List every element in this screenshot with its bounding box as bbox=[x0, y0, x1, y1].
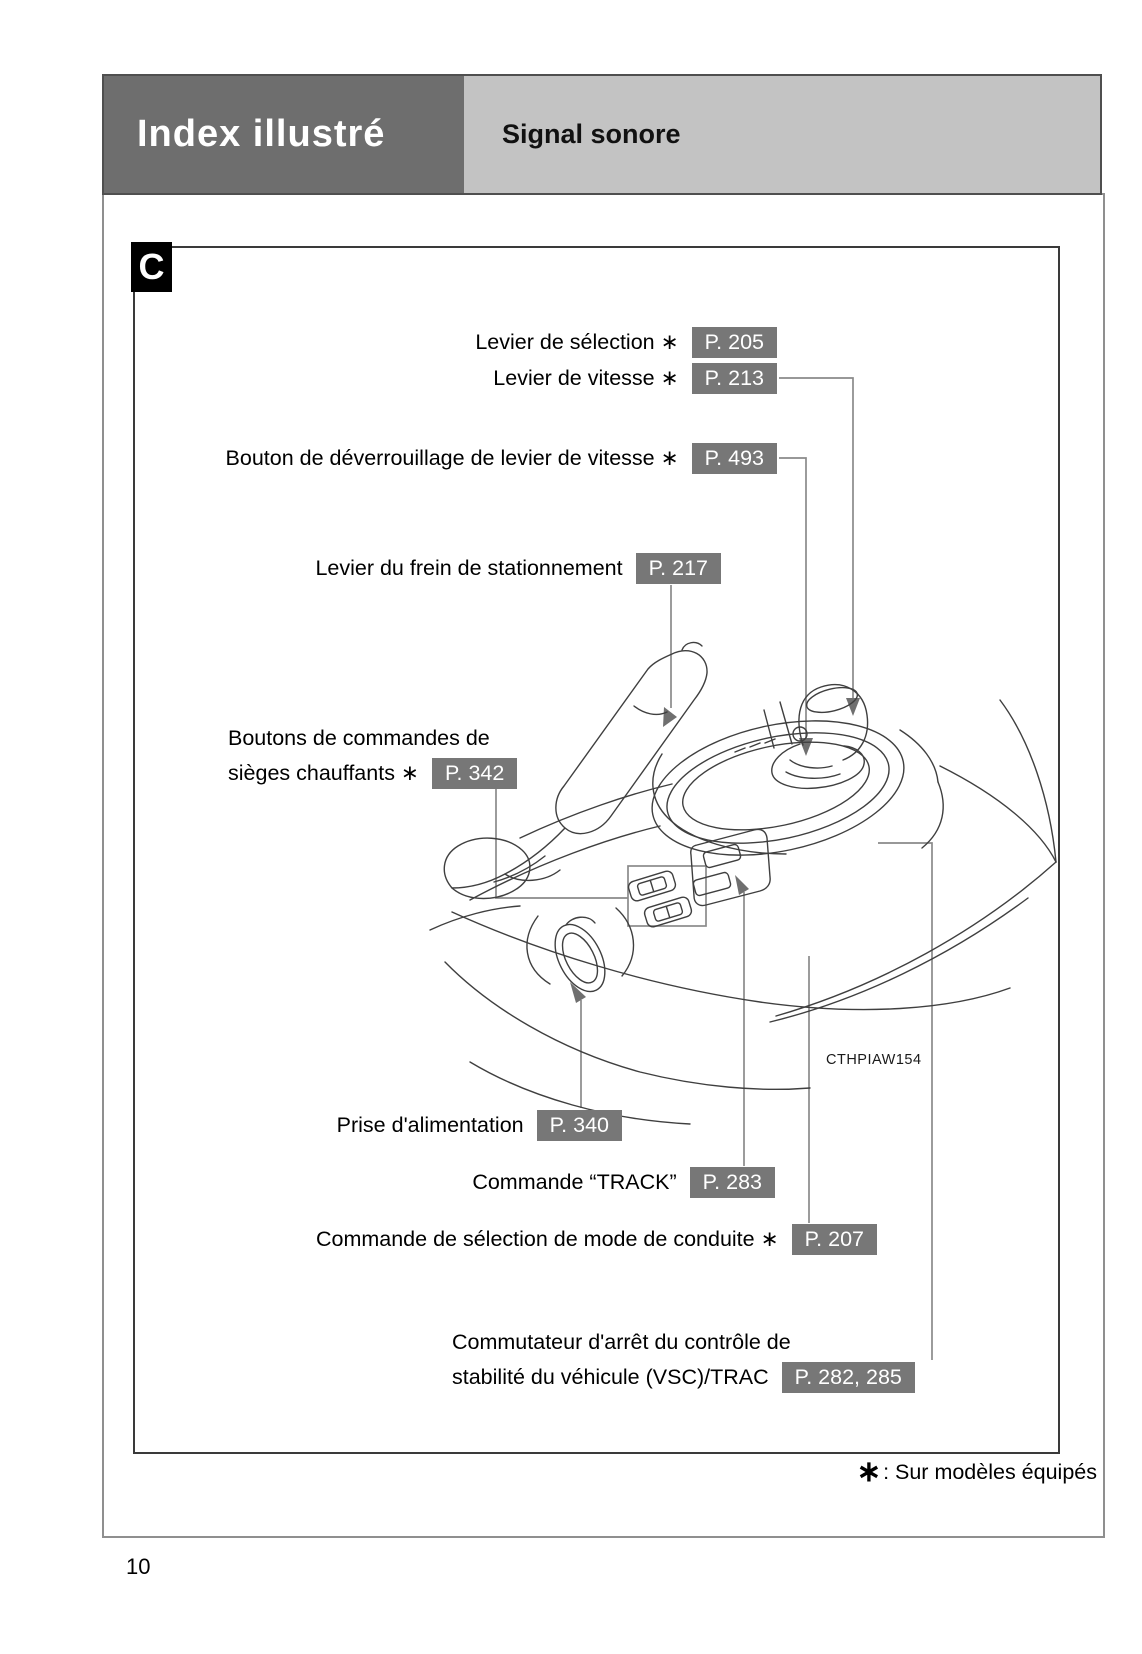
power-outlet-drawing bbox=[526, 907, 635, 993]
arrow-power-outlet bbox=[570, 982, 586, 1003]
figure-code: CTHPIAW154 bbox=[826, 1052, 922, 1068]
page-ref-badge: P. 283 bbox=[689, 1167, 775, 1198]
track-mode-panel-drawing bbox=[690, 828, 771, 907]
seat-heater-switches-drawing bbox=[627, 870, 693, 928]
callout-label: Levier du frein de stationnement bbox=[315, 556, 623, 580]
shift-lever-drawing bbox=[763, 683, 869, 790]
callout-arrowheads bbox=[570, 698, 860, 1003]
leader-shift-lever bbox=[779, 377, 854, 698]
page-number: 10 bbox=[126, 1554, 151, 1579]
callout-label-line2: stabilité du véhicule (VSC)/TRAC bbox=[452, 1365, 769, 1389]
figure-frame bbox=[133, 246, 1060, 1454]
page-ref-badge: P. 340 bbox=[536, 1110, 622, 1141]
page-ref-badge: P. 342 bbox=[431, 758, 518, 789]
callout-shift-lock-button: Bouton de déverrouillage de levier de vi… bbox=[226, 443, 777, 474]
console-body bbox=[429, 699, 1057, 1125]
seat-heaters-target-box bbox=[627, 865, 707, 927]
arrow-track-switch bbox=[735, 875, 749, 895]
page-ref-badge: P. 213 bbox=[691, 363, 777, 394]
arrow-parking-brake bbox=[663, 707, 677, 727]
page-ref-badge: P. 493 bbox=[691, 443, 777, 474]
footnote-text: : Sur modèles équipés bbox=[883, 1460, 1097, 1484]
callout-label: Bouton de déverrouillage de levier de vi… bbox=[225, 446, 679, 470]
asterisk-symbol: ∗ bbox=[856, 1456, 882, 1488]
leader-seat-heaters bbox=[495, 789, 628, 899]
page-ref-badge: P. 207 bbox=[791, 1224, 877, 1255]
callout-lines bbox=[495, 377, 933, 1360]
section-title: Index illustré bbox=[137, 113, 386, 155]
page-header: Index illustré Signal sonore bbox=[102, 74, 1102, 195]
callout-drive-mode-select: Commande de sélection de mode de conduit… bbox=[316, 1224, 877, 1255]
callout-label: Commande de sélection de mode de conduit… bbox=[315, 1227, 779, 1251]
callout-label-line2: sièges chauffants ∗ bbox=[228, 761, 419, 785]
shifter-bezel bbox=[651, 720, 905, 856]
console-drawing bbox=[429, 641, 1057, 1125]
page-ref-badge: P. 217 bbox=[635, 553, 721, 584]
page-ref-badge: P. 282, 285 bbox=[781, 1362, 915, 1393]
parking-brake-drawing bbox=[443, 641, 708, 900]
callout-track-switch: Commande “TRACK” P. 283 bbox=[472, 1167, 775, 1198]
callout-vsc-trac-off: Commutateur d'arrêt du contrôle de stabi… bbox=[452, 1326, 915, 1393]
callout-seat-heaters: Boutons de commandes de sièges chauffant… bbox=[228, 722, 518, 789]
subtitle-box: Signal sonore bbox=[464, 76, 1100, 193]
page-subtitle: Signal sonore bbox=[502, 119, 681, 149]
callout-label: Levier de sélection ∗ bbox=[475, 330, 679, 354]
callout-label: Prise d'alimentation bbox=[336, 1113, 524, 1137]
shift-pattern-marks bbox=[734, 726, 808, 753]
section-title-box: Index illustré bbox=[104, 76, 464, 193]
callout-parking-brake: Levier du frein de stationnement P. 217 bbox=[315, 553, 721, 584]
page-ref-badge: P. 205 bbox=[691, 327, 777, 358]
callout-label: Levier de vitesse ∗ bbox=[493, 366, 679, 390]
leader-vsc-trac bbox=[878, 842, 933, 1360]
footnote: ∗ : Sur modèles équipés bbox=[857, 1458, 1097, 1487]
leader-shift-lock bbox=[779, 457, 807, 738]
callout-shift-lever: Levier de vitesse ∗ P. 213 bbox=[493, 363, 777, 394]
panel-letter-badge: C bbox=[131, 242, 172, 292]
callout-power-outlet: Prise d'alimentation P. 340 bbox=[337, 1110, 622, 1141]
callout-selector-lever: Levier de sélection ∗ P. 205 bbox=[475, 327, 777, 358]
callout-label: Commande “TRACK” bbox=[472, 1170, 677, 1194]
callout-label-line1: Commutateur d'arrêt du contrôle de bbox=[452, 1330, 791, 1354]
arrow-shift-lever bbox=[846, 698, 860, 716]
callout-label-line1: Boutons de commandes de bbox=[228, 726, 490, 750]
